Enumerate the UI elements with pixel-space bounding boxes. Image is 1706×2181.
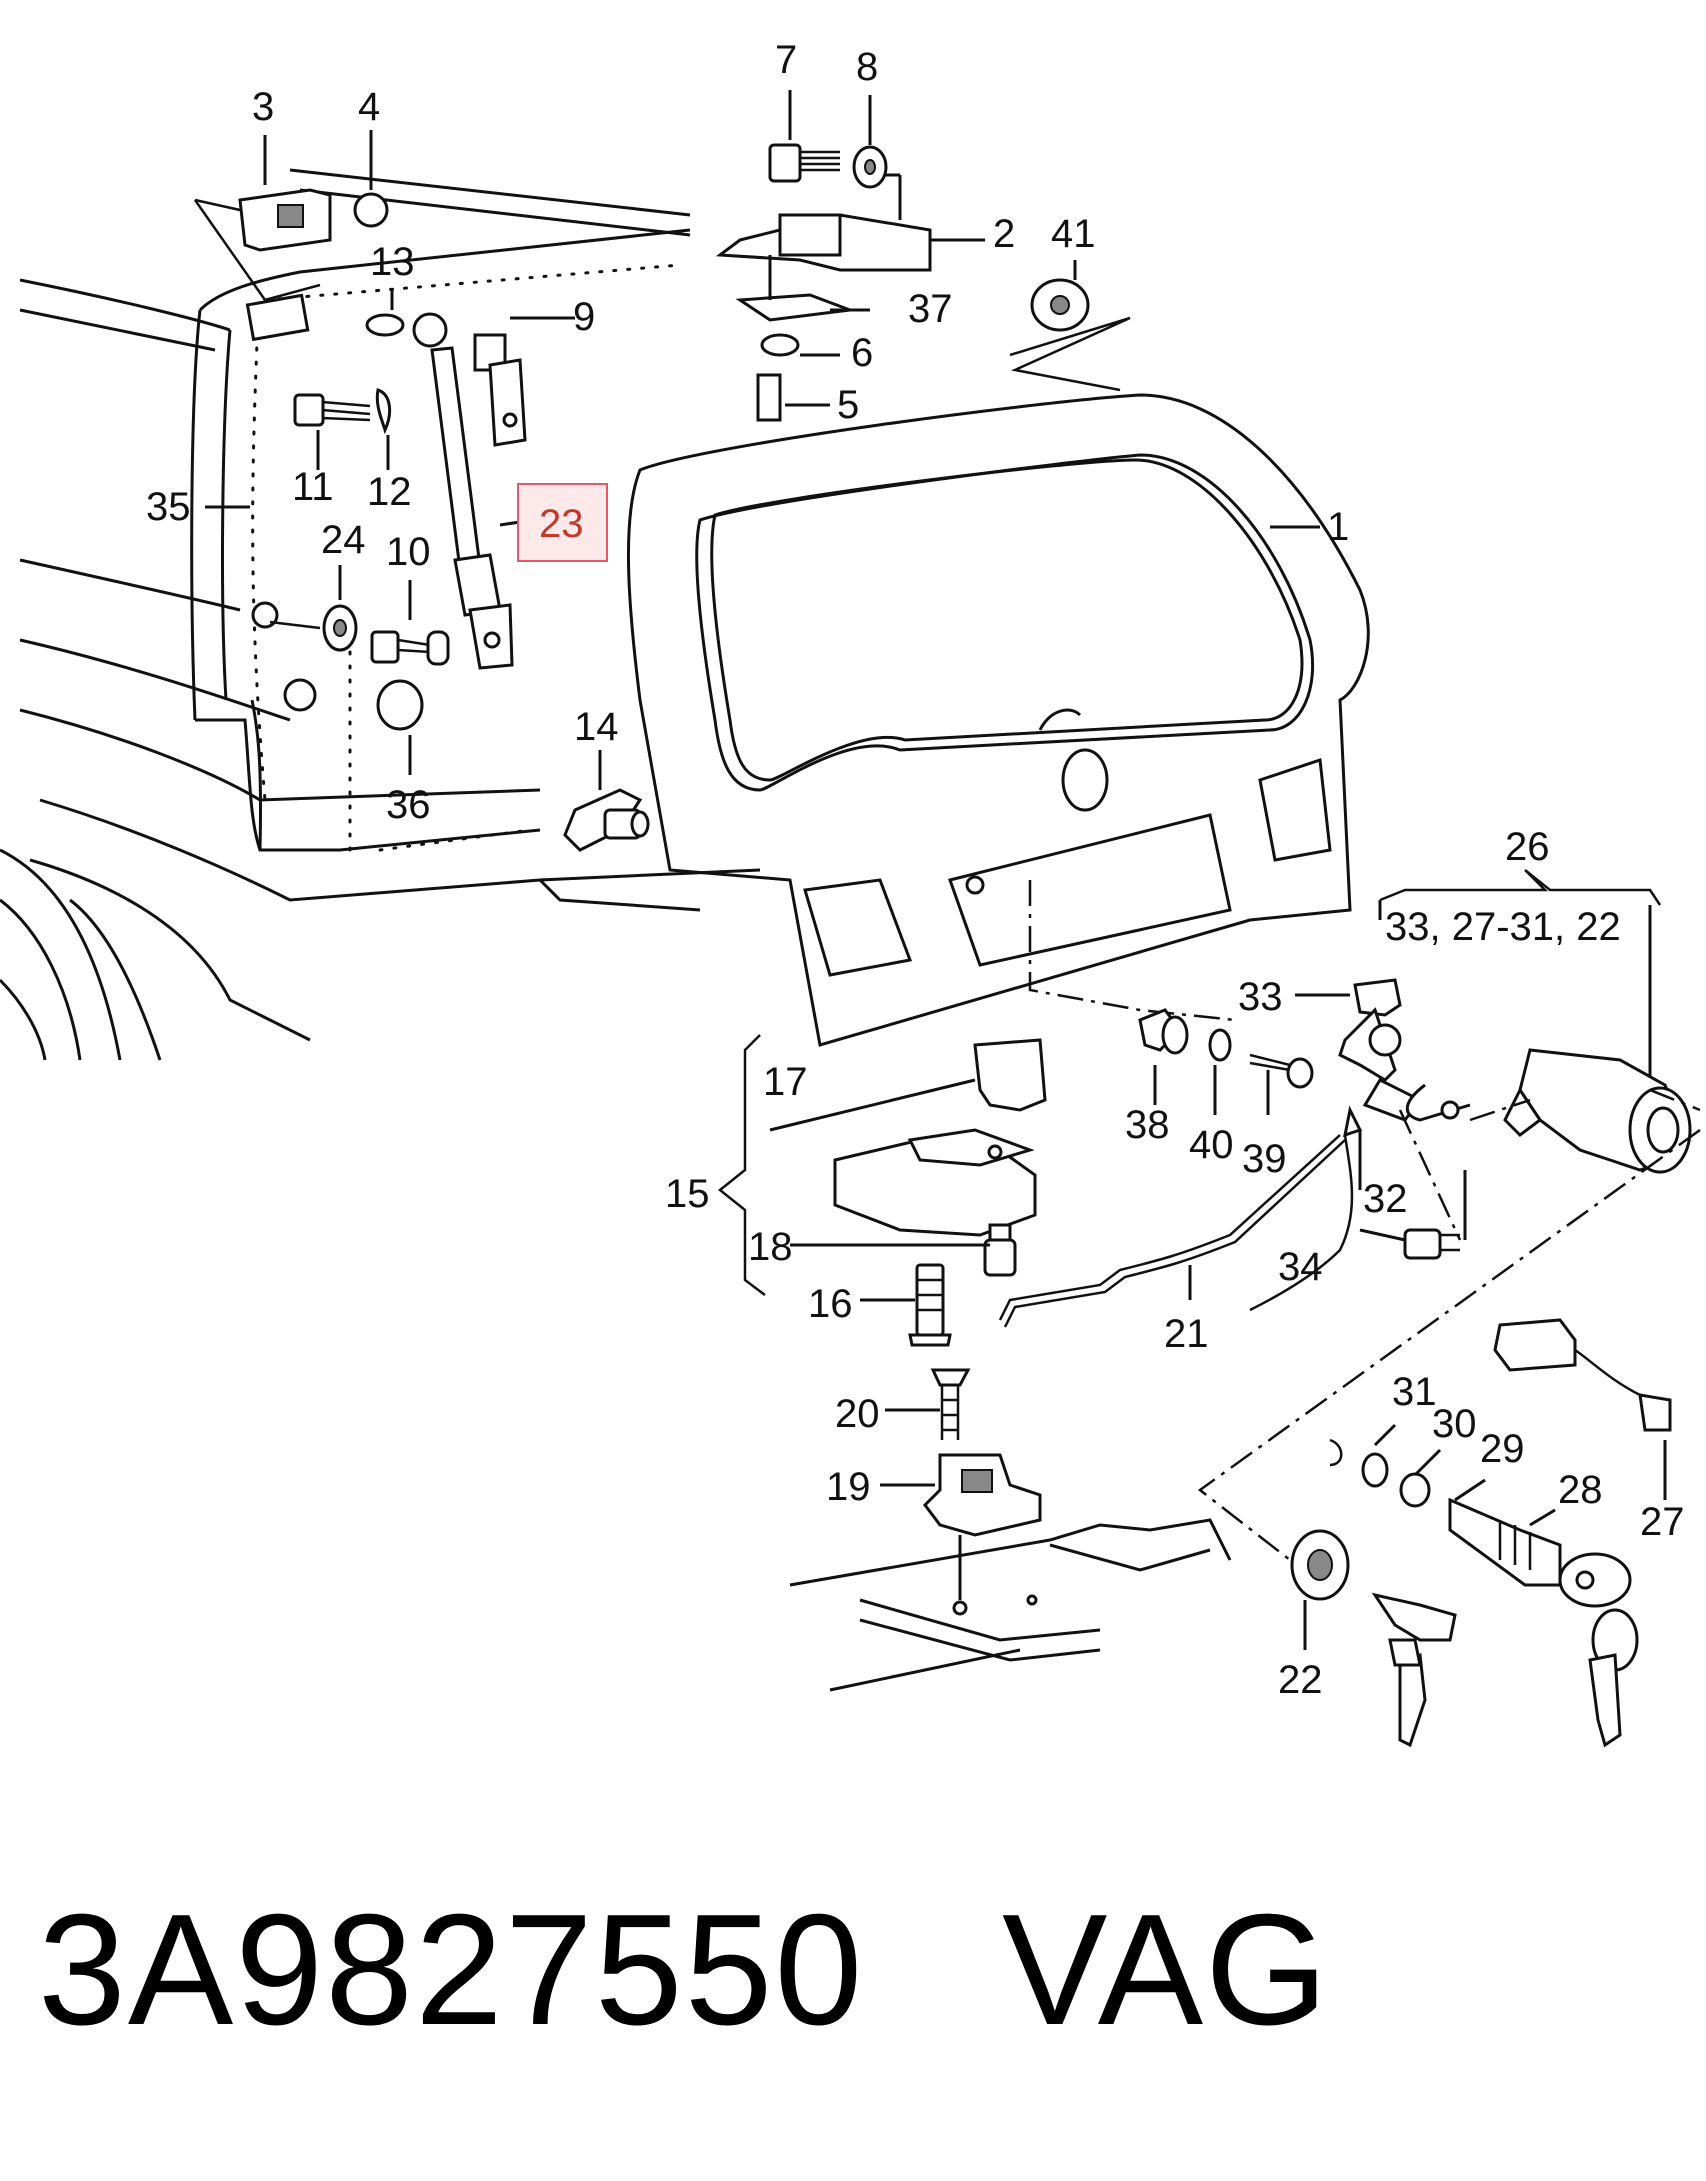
callout-6: 6 (851, 331, 873, 375)
bolt-and-washer (768, 90, 888, 189)
exploded-parts-diagram: 1 2 3 4 5 6 7 8 9 10 11 12 13 14 15 16 1… (0, 38, 1701, 1748)
callout-41: 41 (1051, 212, 1096, 256)
callout-2: 2 (993, 212, 1015, 256)
callout-9: 9 (573, 295, 595, 339)
callout-22: 22 (1278, 1658, 1323, 1702)
brand-name: VAG (1002, 1882, 1331, 2058)
buffer-and-cap (269, 565, 450, 775)
footer-gap (864, 1882, 1002, 2058)
lock-internals (1329, 1423, 1562, 1587)
callout-39: 39 (1242, 1137, 1287, 1181)
lock-cylinder-group (1028, 869, 1701, 1561)
lock-ring-and-keys (1290, 1529, 1639, 1748)
part-number-footer: 3A9827550 VAG (38, 1880, 1330, 2061)
callout-20: 20 (835, 1392, 880, 1436)
callout-19: 19 (826, 1465, 871, 1509)
callout-8: 8 (856, 45, 878, 89)
callout-38: 38 (1125, 1103, 1170, 1147)
hinge-assembly (715, 173, 985, 422)
callout-3: 3 (252, 85, 274, 129)
callout-27: 27 (1640, 1500, 1685, 1544)
callout-17: 17 (763, 1060, 808, 1104)
callout-37: 37 (908, 287, 953, 331)
wiring-connector (1493, 1318, 1672, 1500)
callout-10: 10 (386, 530, 431, 574)
floor-panel (789, 1518, 1232, 1692)
callout-36: 36 (386, 783, 431, 827)
tailgate-pin (563, 750, 650, 852)
callout-15: 15 (665, 1172, 710, 1216)
callout-4: 4 (358, 85, 380, 129)
callout-26-group: 33, 27-31, 22 (1385, 905, 1621, 949)
linkage-rod (998, 1134, 1346, 1328)
bolt-and-clip (293, 290, 405, 470)
callout-23: 23 (539, 502, 584, 546)
callout-35: 35 (146, 485, 191, 529)
callout-28: 28 (1558, 1468, 1603, 1512)
callout-29: 29 (1480, 1427, 1525, 1471)
callout-16: 16 (808, 1282, 853, 1326)
callout-31: 31 (1392, 1370, 1437, 1414)
highlight-box-23 (517, 483, 608, 562)
callout-34: 34 (1278, 1245, 1323, 1289)
part-number: 3A9827550 (38, 1882, 865, 2058)
strut-bracket (473, 316, 575, 447)
callout-14: 14 (574, 705, 619, 749)
callout-18: 18 (748, 1225, 793, 1269)
callout-5: 5 (837, 383, 859, 427)
callout-30: 30 (1432, 1402, 1477, 1446)
grommet (1009, 260, 1131, 392)
callout-7: 7 (775, 38, 797, 82)
callout-24: 24 (321, 518, 366, 562)
callout-40: 40 (1189, 1123, 1234, 1167)
callout-labels: 1 2 3 4 5 6 7 8 9 10 11 12 13 14 15 16 1… (146, 38, 1685, 1702)
mount-screws (1138, 1008, 1314, 1115)
callout-32: 32 (1363, 1177, 1408, 1221)
callout-1: 1 (1327, 505, 1349, 549)
gas-strut (412, 312, 521, 670)
lock-bracket (193, 130, 389, 302)
callout-12: 12 (367, 470, 412, 514)
callout-26: 26 (1505, 825, 1550, 869)
callout-11: 11 (292, 465, 334, 509)
callout-13: 13 (370, 240, 415, 284)
latch-assembly (717, 1034, 1047, 1600)
car-body-outline (0, 168, 761, 1061)
tailgate (626, 393, 1370, 1047)
callout-33: 33 (1238, 975, 1283, 1019)
callout-21: 21 (1164, 1312, 1209, 1356)
